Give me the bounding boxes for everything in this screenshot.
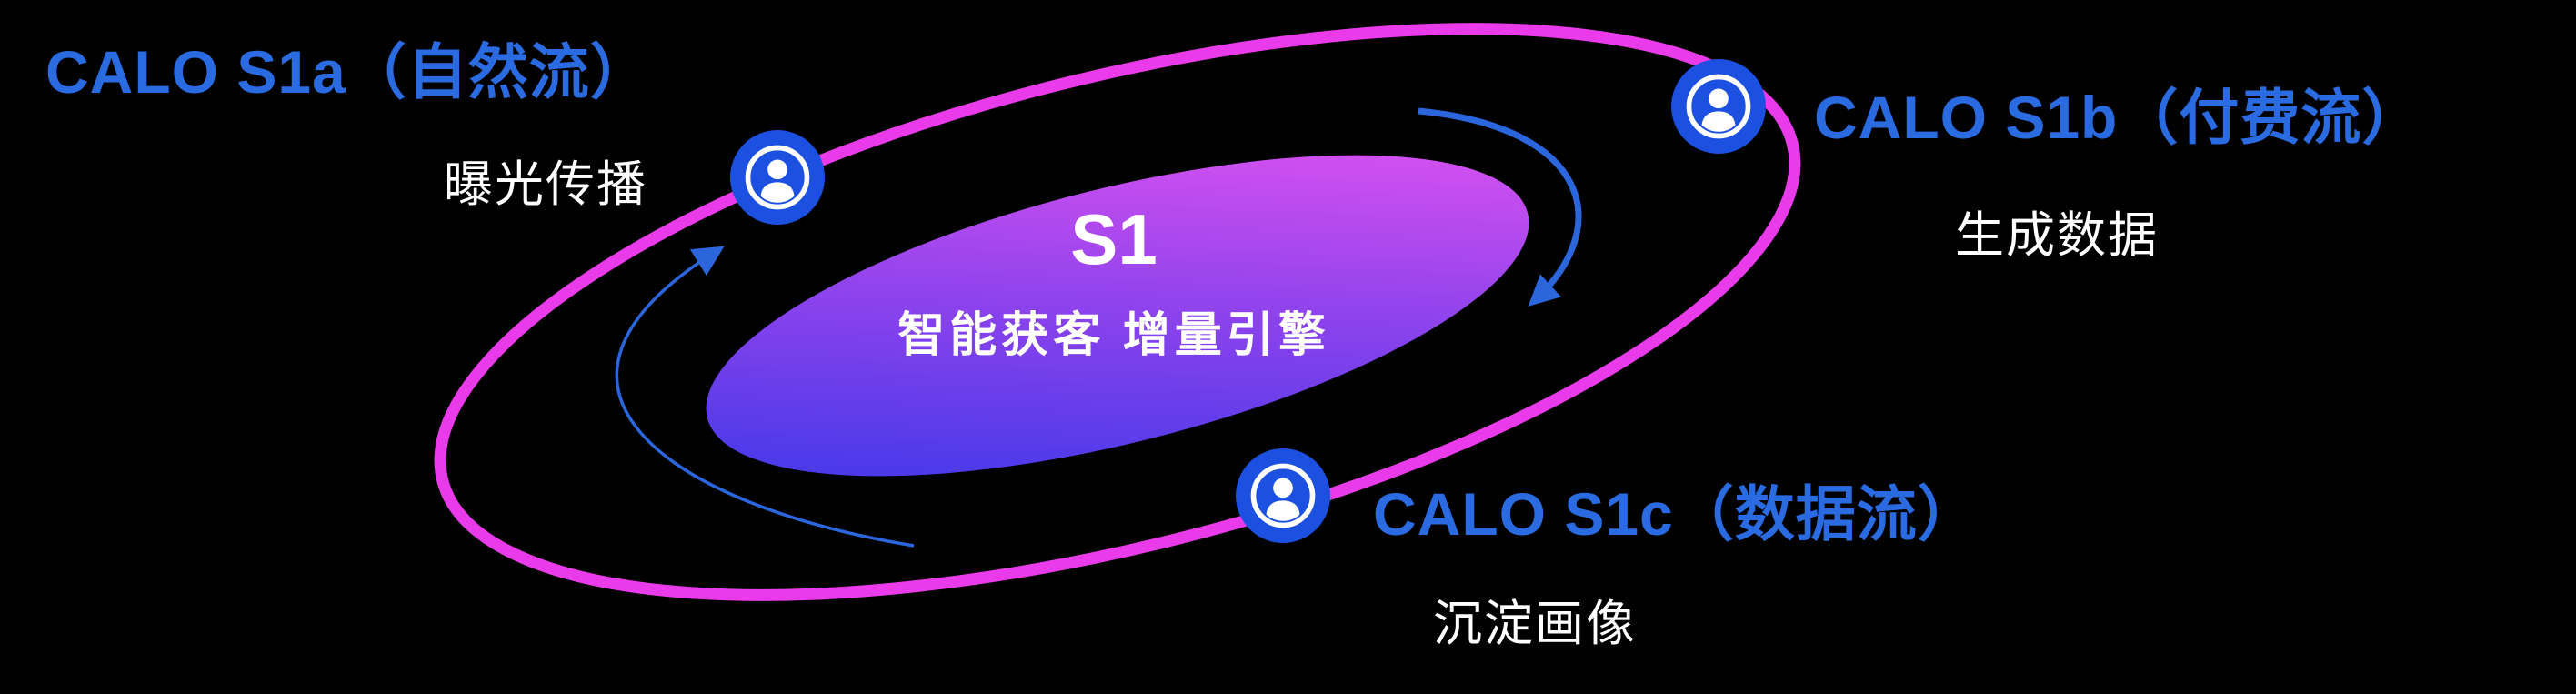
label-s1c-title: CALO S1c（数据流）	[1373, 480, 1979, 548]
core-ellipse	[706, 155, 1529, 477]
flow-arrow-left	[615, 246, 915, 548]
core-title: S1	[1070, 199, 1158, 279]
core-label: S1 智能获客 增量引擎	[897, 204, 1329, 365]
node-s1b	[1671, 59, 1766, 154]
flow-arrow-right	[1418, 107, 1582, 307]
user-icon	[730, 130, 825, 225]
label-s1b-subtitle: 生成数据	[1955, 208, 2159, 263]
node-s1a	[730, 130, 825, 225]
user-icon	[1236, 448, 1330, 543]
label-s1c-subtitle: 沉淀画像	[1433, 597, 1637, 651]
user-icon	[1671, 59, 1766, 154]
label-s1b-title: CALO S1b（付费流）	[1814, 84, 2423, 151]
core-subtitle: 智能获客 增量引擎	[897, 309, 1330, 362]
label-s1a-subtitle: 曝光传播	[444, 157, 647, 212]
label-s1a-title: CALO S1a（自然流）	[45, 38, 651, 106]
node-s1c	[1236, 448, 1330, 543]
orbit-ring	[434, 23, 1801, 601]
